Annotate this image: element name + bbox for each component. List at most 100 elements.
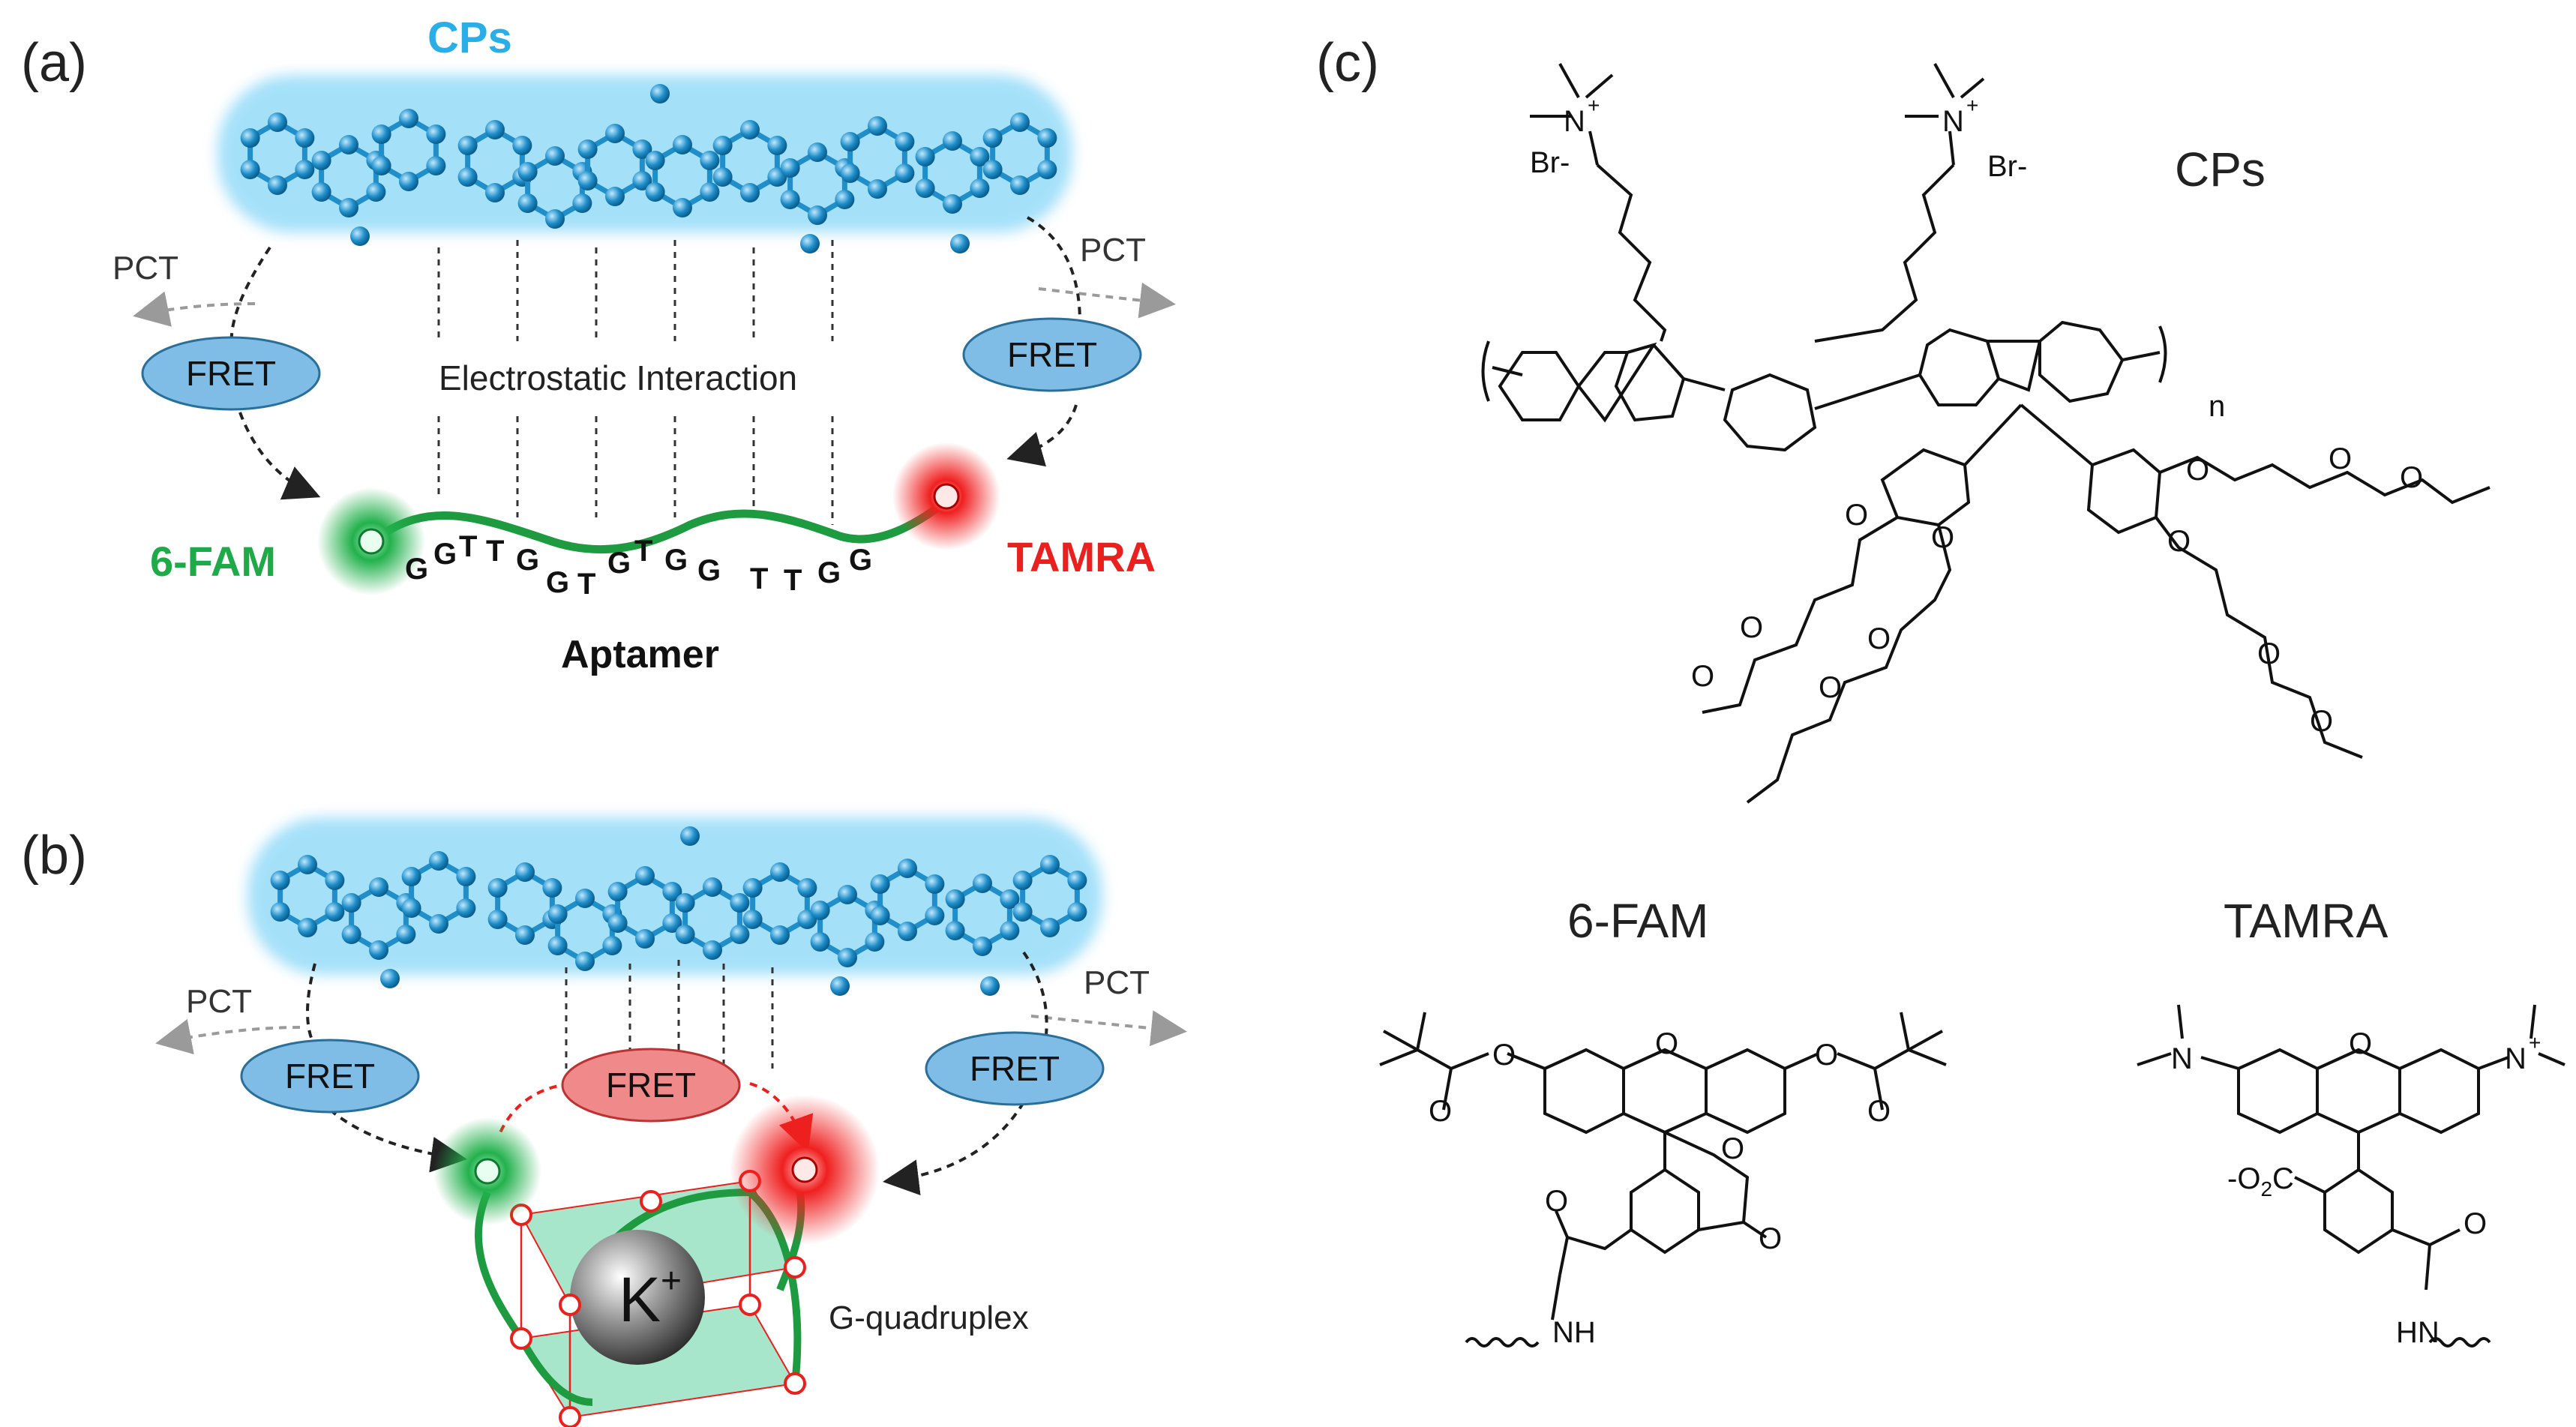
svg-text:O: O	[1815, 1039, 1838, 1072]
pct-label-right-a: PCT	[1080, 232, 1146, 268]
svg-text:O: O	[2167, 525, 2191, 558]
sequence-base: G	[817, 556, 841, 589]
electrostatic-interaction-label: Electrostatic Interaction	[439, 358, 797, 397]
conjugated-polymer-chain-a	[217, 75, 1072, 253]
svg-text:+: +	[2529, 1031, 2541, 1054]
svg-text:O: O	[1545, 1185, 1568, 1218]
fret-ellipse-right-a: FRET	[962, 317, 1142, 392]
fret-ellipse-center-b: FRET	[561, 1048, 741, 1123]
electrostatic-lines-a	[437, 240, 834, 525]
svg-text:+: +	[1966, 94, 1978, 117]
fret-arrow-right-b	[889, 951, 1048, 1181]
svg-text:O: O	[1721, 1132, 1744, 1165]
svg-text:O: O	[2400, 461, 2423, 494]
acceptor-label-a: TAMRA	[1007, 533, 1156, 580]
svg-text:-O2C: -O2C	[2227, 1162, 2294, 1201]
pct-arrow-right-a	[1038, 282, 1176, 319]
sequence-base: T	[634, 535, 652, 568]
tamra-structure-label: TAMRA	[2224, 894, 2389, 948]
acceptor-tamra-glow-b	[730, 1095, 880, 1245]
donor-6fam-glow	[317, 487, 425, 595]
sequence-base: G	[433, 538, 457, 571]
svg-text:FRET: FRET	[970, 1049, 1060, 1088]
cp-title: CPs	[427, 13, 512, 62]
svg-text:O: O	[1759, 1222, 1782, 1255]
fret-ellipse-left-a: FRET	[141, 336, 321, 411]
svg-text:+: +	[1588, 94, 1600, 117]
panel-b-label: (b)	[21, 826, 87, 886]
fam-chemical-structure	[1379, 1012, 1947, 1348]
svg-text:O: O	[1691, 660, 1714, 693]
svg-text:O: O	[2310, 705, 2333, 738]
tamra-structure-atoms: O N N+ O -O2C HN	[2171, 1027, 2541, 1349]
sequence-base: G	[697, 554, 721, 587]
svg-text:O: O	[2329, 442, 2352, 475]
svg-text:Br-: Br-	[1530, 146, 1570, 179]
cp-structure-label: CPs	[2175, 142, 2266, 196]
svg-text:NH: NH	[1552, 1316, 1596, 1349]
fret-ellipse-left-b: FRET	[240, 1039, 420, 1114]
acceptor-tamra-glow	[892, 442, 1000, 550]
svg-text:N: N	[2171, 1042, 2193, 1075]
aptamer-label: Aptamer	[561, 633, 719, 676]
svg-text:HN: HN	[2396, 1316, 2440, 1349]
sequence-base: T	[486, 535, 504, 568]
panel-b: (b) PCT PCT FRET FRET FRET	[21, 817, 1187, 1427]
sequence-base: G	[664, 544, 688, 577]
panel-a-label: (a)	[21, 33, 87, 93]
panel-c: (c) CPs 6-FAM TAMRA	[1316, 33, 2566, 1349]
svg-text:O: O	[2349, 1027, 2372, 1060]
fret-arrow-right-a	[1012, 216, 1081, 457]
fret-arrow-left-a	[229, 246, 315, 495]
fret-ellipse-right-b: FRET	[925, 1031, 1105, 1106]
pct-arrow-left-b	[155, 1018, 301, 1055]
pct-label-left-a: PCT	[112, 250, 178, 286]
tamra-chemical-structure	[2137, 1004, 2566, 1348]
ion-label: K+	[619, 1261, 682, 1335]
svg-text:O: O	[1931, 521, 1954, 554]
svg-text:O: O	[1845, 499, 1868, 532]
svg-text:N: N	[2505, 1042, 2527, 1075]
svg-text:O: O	[2257, 637, 2281, 670]
svg-text:n: n	[2209, 390, 2225, 423]
sequence-base: T	[459, 530, 477, 563]
svg-text:N: N	[1942, 105, 1964, 138]
svg-text:O: O	[1867, 1095, 1891, 1128]
panel-a: (a) CPs Electrostatic Interaction PCT PC…	[21, 13, 1176, 676]
pct-label-right-b: PCT	[1084, 964, 1150, 1001]
donor-label-a: 6-FAM	[150, 538, 276, 585]
pct-label-left-b: PCT	[186, 983, 252, 1020]
sequence-base: G	[607, 547, 631, 580]
svg-text:O: O	[1492, 1039, 1516, 1072]
svg-text:O: O	[1655, 1027, 1678, 1060]
svg-text:FRET: FRET	[606, 1066, 696, 1105]
svg-text:O: O	[2464, 1207, 2487, 1240]
cp-structure-atoms: N+ N+ Br- Br- n O O O O O O O O O O O O	[1530, 94, 2423, 738]
svg-text:FRET: FRET	[1007, 335, 1097, 374]
svg-text:Br-: Br-	[1987, 150, 2027, 183]
aptamer-strand	[372, 499, 948, 554]
svg-text:O: O	[1429, 1095, 1452, 1128]
svg-text:O: O	[1867, 622, 1891, 655]
fam-structure-label: 6-FAM	[1567, 894, 1708, 948]
svg-text:O: O	[2186, 454, 2209, 487]
panel-c-label: (c)	[1316, 33, 1379, 93]
fam-structure-atoms: O O O O O O O O NH	[1429, 1027, 1891, 1349]
sequence-base: G	[405, 553, 428, 586]
svg-text:O: O	[1740, 611, 1763, 644]
sequence-base: T	[750, 562, 768, 595]
pct-arrow-right-b	[1030, 1010, 1187, 1047]
svg-text:O: O	[1819, 671, 1842, 704]
sequence-base: G	[849, 544, 872, 577]
conjugated-polymer-chain-b	[247, 817, 1102, 996]
donor-6fam-glow-b	[433, 1117, 541, 1225]
svg-text:N: N	[1564, 105, 1585, 138]
sequence-base: T	[784, 564, 802, 597]
sequence-base: T	[577, 568, 595, 601]
cp-chemical-structure	[1481, 63, 2491, 804]
sequence-base: G	[516, 544, 539, 577]
sequence-base: G	[546, 566, 569, 599]
svg-text:FRET: FRET	[186, 354, 276, 393]
